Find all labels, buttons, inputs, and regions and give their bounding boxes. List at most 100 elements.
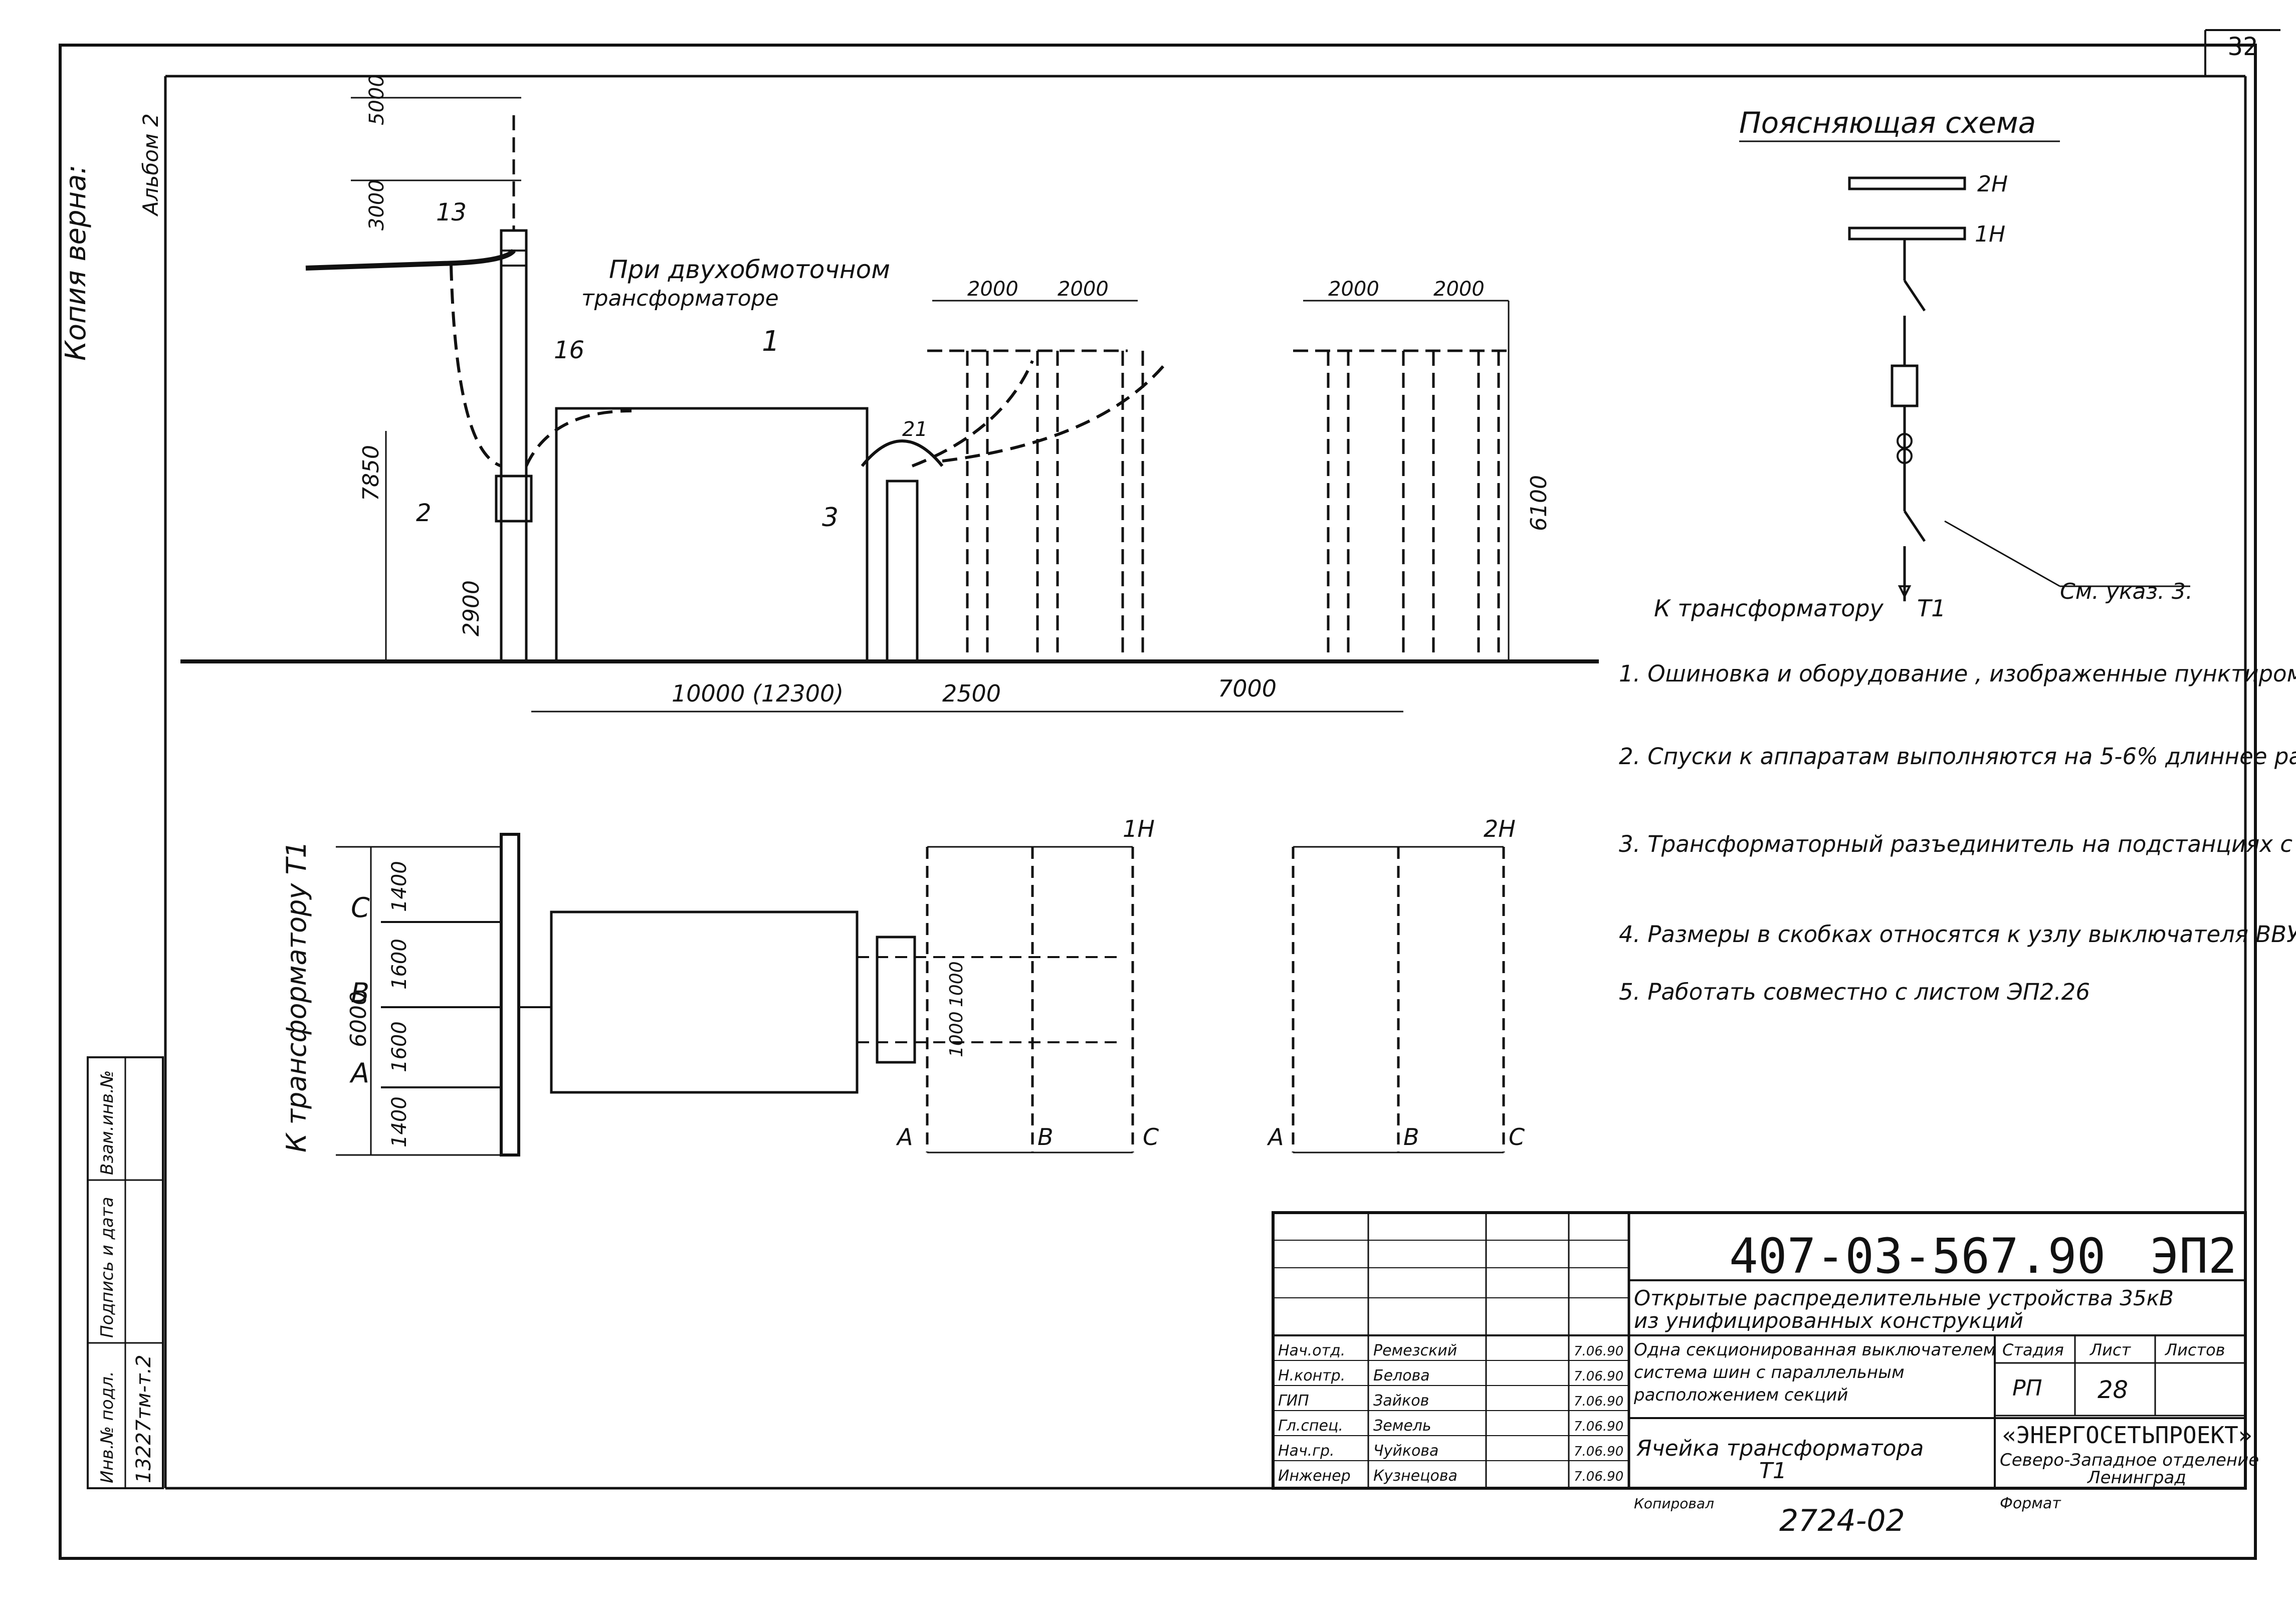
staff-role-4: Гл.спец. [1278, 1417, 1343, 1435]
plan-bus1-c: C [1143, 1123, 1159, 1150]
format-label: Формат [2000, 1495, 2061, 1512]
schematic-bus-2: 2Н [1977, 171, 2008, 197]
sheet-number: 28 [2098, 1376, 2128, 1404]
side-album-label: Альбом 2 [138, 113, 163, 217]
drawing-desc-1: Одна секционированная выключателем [1634, 1340, 1996, 1360]
plan-bus1-a: A [896, 1123, 913, 1150]
schematic-to-transformer: К трансформатору [1654, 595, 1884, 622]
plan-bus-2: 2Н [1484, 815, 1516, 842]
plan-phase-c: C [351, 892, 370, 924]
doc-code: 407-03-567.90 [1729, 1228, 2106, 1284]
position-3: 3 [822, 503, 839, 533]
staff-name-2: Белова [1373, 1367, 1430, 1385]
note-2: 2. Спуски к аппаратам выполняются на 5-6… [1619, 743, 2296, 770]
plan-dim-1600-top: 1600 [388, 939, 411, 990]
plan-bus1-b: B [1037, 1123, 1054, 1150]
dim-2000-d: 2000 [1433, 278, 1485, 301]
position-2: 2 [416, 499, 432, 527]
project-title-1: Открытые распределительные устройства 35… [1634, 1286, 2174, 1310]
plan-view [336, 833, 1505, 1157]
drawing-name-2: Т1 [1759, 1458, 1787, 1484]
sign-date-label: Подпись и дата [97, 1197, 117, 1338]
dim-7000: 7000 [1218, 675, 1277, 702]
plan-dim-1000-b: 1000 [946, 1011, 967, 1057]
section-elevation [180, 97, 1599, 713]
left-stamp [87, 1056, 164, 1489]
schematic-transformer: Т1 [1917, 595, 1946, 622]
side-copy-label: Копия верна: [60, 165, 92, 361]
staff-date-4: 7.06.90 [1574, 1419, 1623, 1434]
staff-role-2: Н.контр. [1278, 1367, 1345, 1385]
staff-role-1: Нач.отд. [1278, 1342, 1345, 1359]
sheet-label: Лист [2090, 1340, 2131, 1359]
plan-bus-1: 1Н [1123, 815, 1155, 842]
staff-role-5: Нач.гр. [1278, 1442, 1335, 1460]
dim-5000: 5000 [365, 74, 388, 125]
stage-value: РП [2012, 1375, 2042, 1401]
plan-bus2-b: B [1403, 1123, 1419, 1150]
staff-role-6: Инженер [1278, 1467, 1351, 1485]
sheet-code: ЭП2 [2150, 1228, 2237, 1284]
dim-10000: 10000 (12300) [672, 680, 844, 707]
staff-date-2: 7.06.90 [1574, 1369, 1623, 1384]
explanatory-schematic [1848, 176, 2190, 601]
plan-dim-1400-bot: 1400 [388, 1096, 411, 1147]
plan-phase-b: B [351, 977, 369, 1009]
drawing-desc-3: расположением секций [1633, 1385, 1848, 1405]
dim-7850: 7850 [358, 445, 384, 501]
position-1: 1 [762, 325, 780, 358]
sheets-label: Листов [2165, 1340, 2225, 1359]
plan-dim-1600-bot: 1600 [388, 1021, 411, 1072]
elevation-caption-2: трансформаторе [581, 286, 779, 311]
note-4: 4. Размеры в скобках относятся к узлу вы… [1619, 921, 2296, 948]
staff-role-3: ГИП [1278, 1392, 1309, 1410]
note-5: 5. Работать совместно с листом ЭП2.26 [1619, 979, 2090, 1005]
dim-2900: 2900 [459, 580, 484, 636]
staff-name-1: Ремезский [1373, 1342, 1457, 1359]
archive-number: 2724-02 [1779, 1503, 1905, 1538]
dim-2000-b: 2000 [1058, 278, 1109, 301]
staff-date-5: 7.06.90 [1574, 1444, 1623, 1459]
plan-phase-a: A [349, 1057, 369, 1089]
dim-2000-a: 2000 [967, 278, 1018, 301]
copied-label: Копировал [1634, 1495, 1714, 1512]
dim-6100: 6100 [1526, 475, 1552, 531]
title-block [1272, 1211, 2247, 1490]
drawing-name-1: Ячейка трансформатора [1636, 1436, 1924, 1461]
org-line-3: Ленинград [2086, 1468, 2186, 1488]
position-21: 21 [902, 418, 928, 441]
staff-date-1: 7.06.90 [1574, 1344, 1623, 1359]
plan-dim-6000: 6000 [346, 991, 371, 1047]
staff-name-4: Земель [1373, 1417, 1431, 1435]
dim-2000-c: 2000 [1328, 278, 1379, 301]
project-title-2: из унифицированных конструкций [1634, 1308, 2023, 1333]
schematic-bus-1: 1Н [1975, 221, 2005, 247]
dim-3000: 3000 [365, 179, 388, 230]
staff-name-5: Чуйкова [1373, 1442, 1438, 1460]
schematic-title: Поясняющая схема [1739, 106, 2036, 140]
dim-2500: 2500 [942, 680, 1001, 707]
staff-date-3: 7.06.90 [1574, 1394, 1623, 1409]
elevation-caption-1: При двухобмоточном [609, 255, 890, 284]
note-3: 3. Трансформаторный разъединитель на под… [1619, 831, 2296, 857]
stage-label: Стадия [2002, 1340, 2064, 1359]
plan-bus2-c: C [1509, 1123, 1525, 1150]
inv-number: 13227тм-т.2 [132, 1354, 155, 1483]
inv-label: Инв.№ подл. [97, 1371, 117, 1483]
replace-label: Взам.инв.№ [97, 1070, 117, 1175]
staff-name-6: Кузнецова [1373, 1467, 1457, 1485]
plan-dim-1000-a: 1000 [946, 961, 967, 1007]
plan-to-transformer: К трансформатору Т1 [281, 841, 312, 1152]
staff-date-6: 7.06.90 [1574, 1469, 1623, 1484]
note-1: 1. Ошиновка и оборудование , изображенны… [1619, 660, 2296, 687]
position-16: 16 [554, 336, 584, 364]
plan-dim-1400-top: 1400 [388, 861, 411, 912]
plan-bus2-a: A [1267, 1123, 1284, 1150]
page-number: 32 [2228, 32, 2258, 61]
staff-name-3: Зайков [1373, 1392, 1429, 1410]
schematic-note-ref: См. указ. 3. [2060, 579, 2193, 604]
position-13: 13 [436, 198, 467, 226]
org-line-1: «ЭНЕРГОСЕТЬПРОЕКТ» [2002, 1422, 2252, 1449]
drawing-desc-2: система шин с параллельным [1634, 1362, 1905, 1382]
